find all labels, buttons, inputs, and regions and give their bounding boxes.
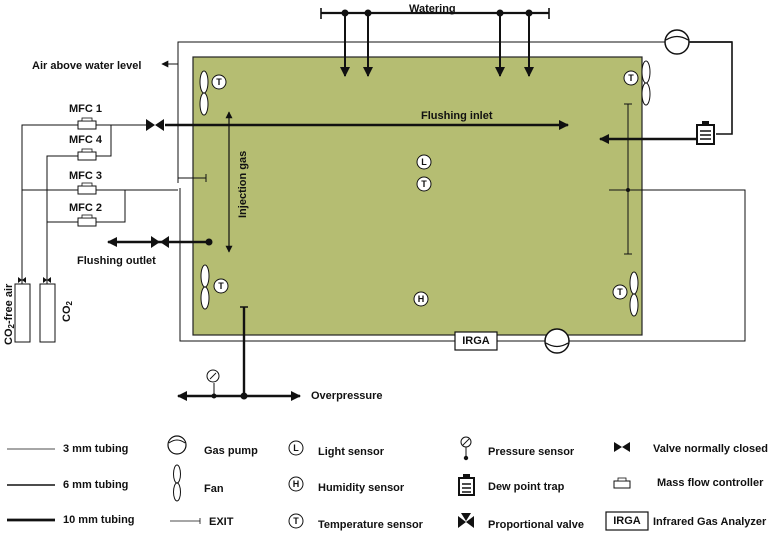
svg-text:H: H bbox=[293, 479, 300, 489]
pressure-sensor-icon bbox=[206, 369, 220, 383]
svg-text:L: L bbox=[421, 157, 427, 167]
chamber bbox=[192, 56, 643, 336]
fan-icon bbox=[200, 264, 210, 310]
svg-text:T: T bbox=[617, 287, 623, 297]
mfc-2: MFC 2 bbox=[69, 202, 102, 227]
temperature-sensor-icon: T bbox=[612, 284, 628, 300]
light-sensor-icon: L bbox=[416, 154, 432, 170]
air-above-water-label: Air above water level bbox=[32, 60, 141, 72]
svg-text:T: T bbox=[218, 281, 224, 291]
legend-pressure-sensor-icon bbox=[460, 436, 472, 461]
temperature-sensor-icon: T bbox=[211, 74, 227, 90]
legend-exit-label: EXIT bbox=[209, 516, 234, 528]
legend-proportional-valve-label: Proportional valve bbox=[488, 519, 584, 531]
svg-text:T: T bbox=[421, 179, 427, 189]
watering-label: Watering bbox=[409, 3, 456, 15]
irga-loop-tubing bbox=[179, 188, 746, 342]
svg-text:T: T bbox=[216, 77, 222, 87]
dew-point-trap-icon bbox=[696, 121, 715, 145]
inlet-valve-icon bbox=[146, 119, 164, 131]
legend-infrared-gas-analyzer-label: Infrared Gas Analyzer bbox=[653, 516, 767, 528]
mfc1-tubing bbox=[21, 124, 78, 270]
outer-loop-tubing bbox=[177, 41, 668, 183]
legend-irga-box: IRGA bbox=[605, 511, 649, 531]
legend-mass-flow-controller-icon bbox=[613, 477, 631, 489]
legend-humidity-sensor-label: Humidity sensor bbox=[318, 482, 405, 494]
fan-icon bbox=[199, 70, 209, 116]
legend-exit-icon bbox=[170, 518, 201, 524]
legend-3mm-label: 3 mm tubing bbox=[63, 443, 128, 455]
gas-pump-icon bbox=[664, 29, 690, 55]
legend-pressure-sensor-label: Pressure sensor bbox=[488, 446, 575, 458]
temperature-sensor-icon: T bbox=[213, 278, 229, 294]
mfc-1: MFC 1 bbox=[69, 103, 102, 130]
fan-icon bbox=[629, 271, 639, 317]
injection-gas-label: Injection gas bbox=[237, 151, 249, 218]
mfc-4-label: MFC 4 bbox=[69, 134, 103, 146]
irga-box: IRGA bbox=[454, 331, 498, 351]
fan-icon bbox=[641, 60, 651, 106]
outlet-valve-icon bbox=[151, 236, 169, 248]
temperature-sensor-icon: T bbox=[416, 176, 432, 192]
legend-temperature-sensor-label: Temperature sensor bbox=[318, 519, 424, 531]
legend-valve-normally-closed-icon bbox=[614, 442, 630, 452]
irga-label: IRGA bbox=[462, 335, 490, 347]
legend-temperature-sensor-icon: T bbox=[288, 513, 304, 529]
legend-light-sensor-label: Light sensor bbox=[318, 446, 385, 458]
flushing-outlet-label: Flushing outlet bbox=[77, 255, 156, 267]
mfc4-tubing bbox=[46, 155, 78, 272]
flushing-inlet-label: Flushing inlet bbox=[421, 110, 493, 122]
legend-dew-point-trap-label: Dew point trap bbox=[488, 481, 565, 493]
legend-10mm-label: 10 mm tubing bbox=[63, 514, 135, 526]
co2-free-air-cylinder: CO2-free air bbox=[3, 270, 31, 345]
legend-gas-pump-label: Gas pump bbox=[204, 445, 258, 457]
svg-text:IRGA: IRGA bbox=[613, 515, 641, 527]
svg-text:T: T bbox=[628, 73, 634, 83]
temperature-sensor-icon: T bbox=[623, 70, 639, 86]
legend-light-sensor-icon: L bbox=[288, 440, 304, 456]
mfc-1-label: MFC 1 bbox=[69, 103, 102, 115]
legend-fan-icon bbox=[173, 464, 181, 502]
co2-free-air-label: CO2-free air bbox=[3, 283, 16, 345]
svg-text:T: T bbox=[293, 516, 299, 526]
legend-6mm-label: 6 mm tubing bbox=[63, 479, 128, 491]
legend-proportional-valve-icon bbox=[458, 513, 474, 528]
legend-mass-flow-controller-label: Mass flow controller bbox=[657, 477, 764, 489]
legend-dew-point-trap-icon bbox=[458, 474, 475, 496]
legend-valve-normally-closed-label: Valve normally closed bbox=[653, 443, 768, 455]
co2-label: CO2 bbox=[61, 301, 74, 323]
pump-to-trap-tubing bbox=[690, 41, 733, 135]
legend-humidity-sensor-icon: H bbox=[288, 476, 304, 492]
mfc-4: MFC 4 bbox=[69, 134, 103, 161]
mfc-3-label: MFC 3 bbox=[69, 170, 102, 182]
svg-text:H: H bbox=[418, 294, 425, 304]
overpressure-label: Overpressure bbox=[311, 390, 383, 402]
svg-text:L: L bbox=[293, 443, 299, 453]
co2-cylinder: CO2 bbox=[39, 272, 74, 343]
gas-pump-icon bbox=[544, 328, 570, 354]
legend-fan-label: Fan bbox=[204, 483, 224, 495]
mfc-2-label: MFC 2 bbox=[69, 202, 102, 214]
legend-gas-pump-icon bbox=[167, 435, 187, 455]
humidity-sensor-icon: H bbox=[413, 291, 429, 307]
watering-drops bbox=[340, 9, 534, 77]
mfc-3: MFC 3 bbox=[69, 170, 102, 195]
